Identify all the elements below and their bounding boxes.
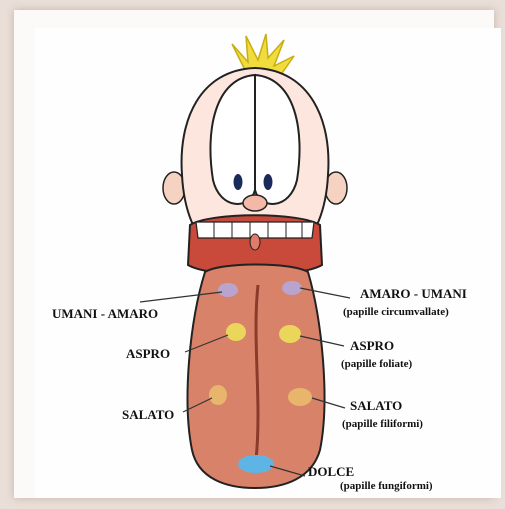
label-circumvallate: (papille circumvallate) xyxy=(343,306,449,318)
label-salato-left: SALATO xyxy=(122,407,174,423)
label-aspro-right: ASPRO xyxy=(350,338,394,354)
label-foliate: (papille foliate) xyxy=(341,358,412,370)
label-dolce: DOLCE xyxy=(308,464,354,480)
dolce-zone xyxy=(238,455,274,473)
amaro-zone-left xyxy=(218,283,238,297)
salato-zone-right xyxy=(288,388,312,406)
aspro-zone-left xyxy=(226,323,246,341)
label-salato-right: SALATO xyxy=(350,398,402,414)
eyes xyxy=(210,75,299,204)
label-amaro-umani: AMARO - UMANI xyxy=(360,286,467,302)
tongue-midline xyxy=(256,285,258,460)
amaro-zone-right xyxy=(282,281,302,295)
aspro-zone-right xyxy=(279,325,301,343)
label-filiformi: (papille filiformi) xyxy=(342,418,423,430)
label-aspro-left: ASPRO xyxy=(126,346,170,362)
label-umani-amaro: UMANI - AMARO xyxy=(52,306,158,322)
nose xyxy=(243,195,267,211)
label-fungiformi: (papille fungiformi) xyxy=(340,480,433,492)
salato-zone-left xyxy=(209,385,227,405)
